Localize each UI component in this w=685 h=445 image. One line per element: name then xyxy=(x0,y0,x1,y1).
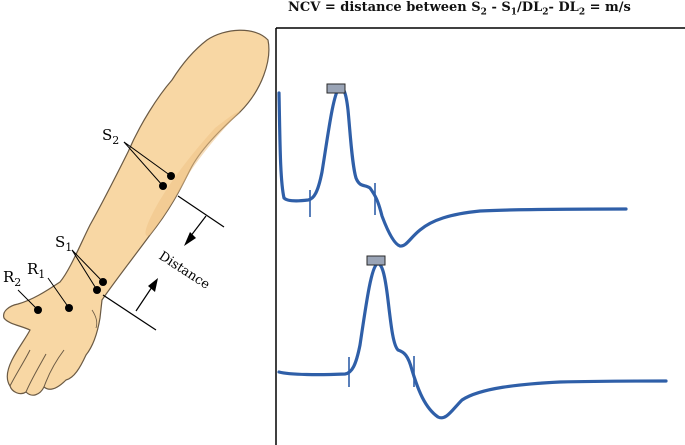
ncv-equation: NCV = distance between S2 - S1/DL2- DL2 … xyxy=(288,0,685,24)
r1-label: R1 xyxy=(27,260,45,281)
distance-arrow-upper xyxy=(189,215,207,238)
arm-illustration xyxy=(3,29,270,396)
arm-shading xyxy=(145,111,240,236)
s1-label: S1 xyxy=(55,233,72,254)
waveform-panel-frame xyxy=(275,27,685,445)
equation-s2-subscript: 2 xyxy=(480,7,487,18)
finger-line-3 xyxy=(9,349,31,387)
s2-label: S2 xyxy=(102,126,119,147)
finger-line-2 xyxy=(25,353,47,393)
s2-leader-a xyxy=(123,141,172,177)
equation-divide: /DL xyxy=(517,0,543,15)
equation-result-units: = m/s xyxy=(589,0,631,15)
finger-line-1 xyxy=(43,349,65,388)
s1-leader-a xyxy=(71,249,104,283)
lower-peak-marker xyxy=(366,255,386,266)
arm-shape xyxy=(3,29,270,396)
equation-minus-dl: - DL xyxy=(548,0,579,15)
r2-leader xyxy=(17,289,39,311)
r1-leader xyxy=(47,277,70,309)
upper-trace xyxy=(277,83,628,248)
distance-label: Distance xyxy=(156,249,213,293)
lower-waveform xyxy=(277,262,668,420)
wrist-crease xyxy=(91,309,98,329)
distance-arrow-lower xyxy=(135,286,153,312)
upper-peak-marker xyxy=(326,83,346,94)
distance-arrowhead-lower xyxy=(148,278,158,292)
equation-minus: - S xyxy=(486,0,511,15)
equation-dl-subscript-b: 2 xyxy=(578,7,586,18)
distance-tick-upper xyxy=(177,195,225,228)
distance-arrowhead-upper xyxy=(184,232,196,246)
upper-waveform xyxy=(277,85,628,248)
s2-leader-b xyxy=(123,141,164,187)
equation-prefix: NCV = distance between S xyxy=(288,0,481,15)
equation-s1-subscript: 1 xyxy=(510,7,518,18)
r2-label: R2 xyxy=(3,268,21,289)
distance-tick-lower xyxy=(102,294,157,331)
equation-dl-subscript-a: 2 xyxy=(542,7,549,18)
electrodes: S2 S1 R1 R2 xyxy=(3,126,175,314)
lower-trace xyxy=(277,255,668,420)
s1-leader-b xyxy=(71,249,98,291)
